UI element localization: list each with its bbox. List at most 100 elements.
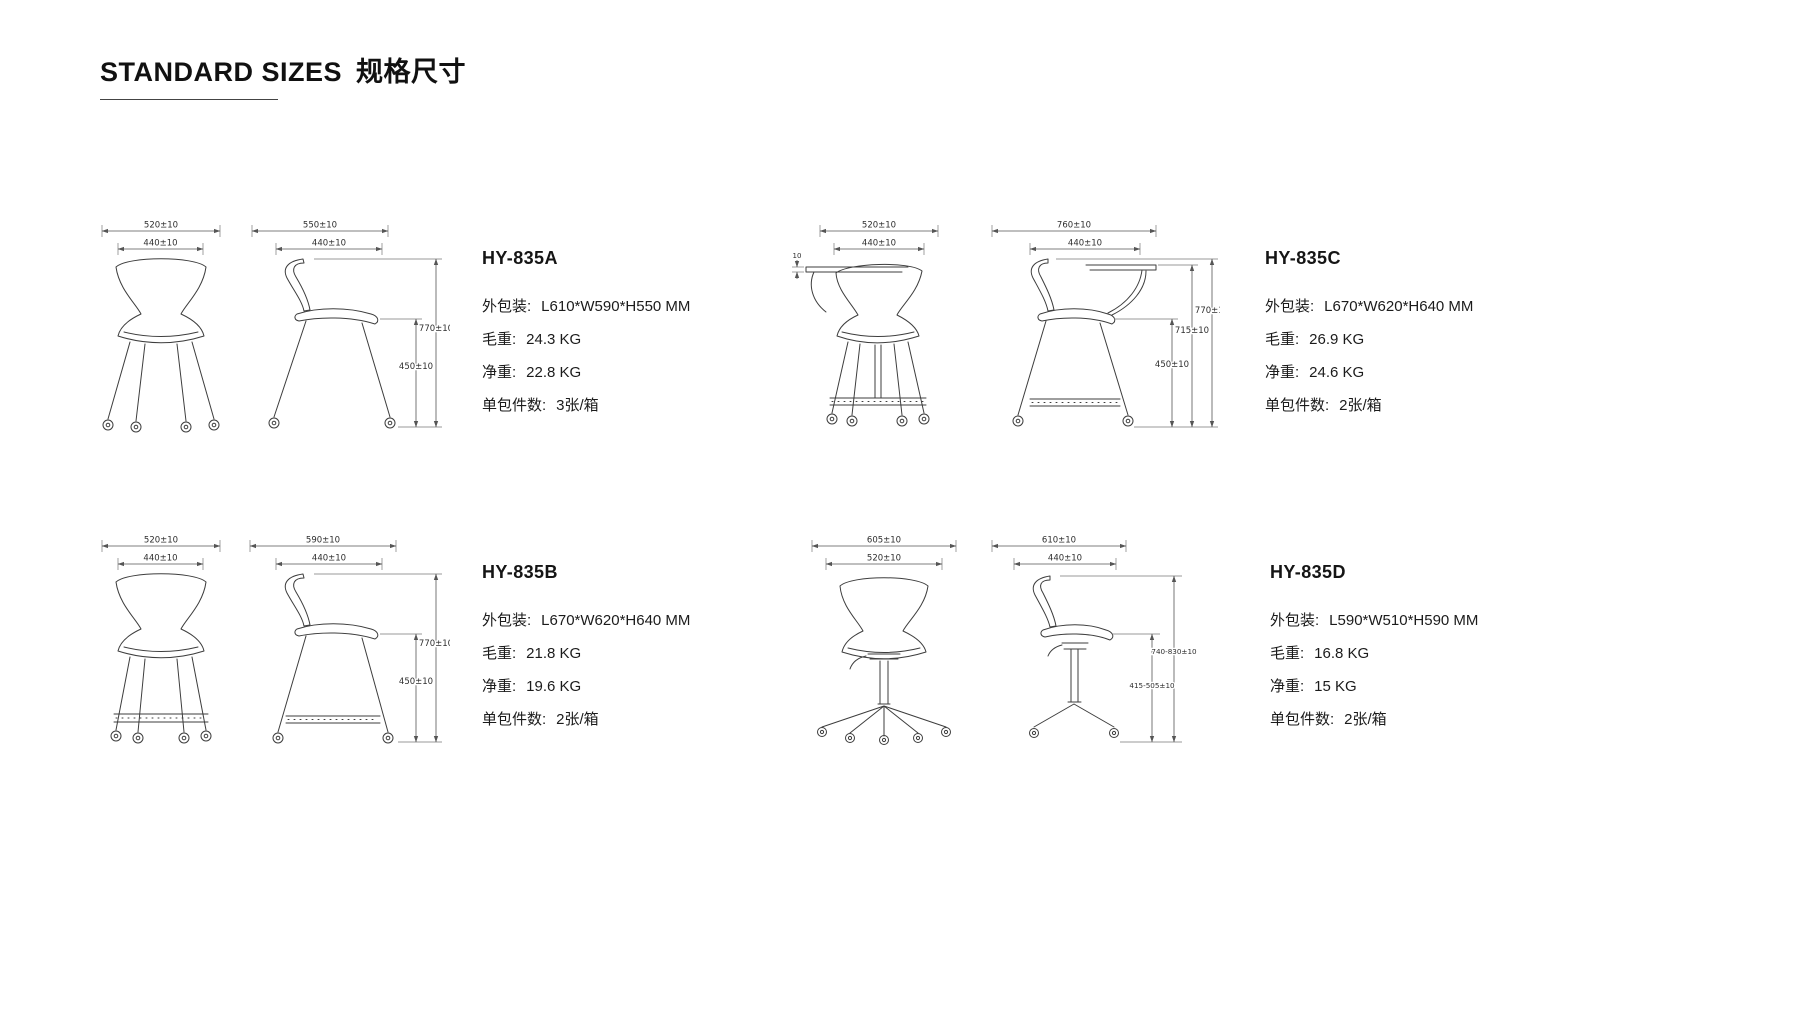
spec-label-outer-packing: 外包装: — [1265, 298, 1315, 315]
spec-block-hy-835b: HY-835B 外包装:L670*W620*H640 MM 毛重:21.8 KG… — [482, 562, 762, 741]
dim-seat-height-label: 415-505±10 — [1129, 681, 1175, 690]
spec-value-outer-packing: L670*W620*H640 MM — [541, 612, 691, 629]
model-name: HY-835A — [482, 248, 558, 268]
hy-835a-height-dims: 770±10 450±10 — [314, 258, 450, 428]
dim-seat-height-label: 450±10 — [399, 362, 433, 372]
spec-block-hy-835d: HY-835D 外包装: L590*W510*H590 MM 毛重: 16.8 KG… — [1270, 562, 1550, 741]
spec-row-gross-weight: 毛重: 26.9 KG — [1265, 328, 1545, 349]
dim-front-width-inner-label: 520±10 — [867, 554, 901, 564]
spec-row-outer-packing: 外包装: L670*W620*H640 MM — [1265, 295, 1545, 316]
model-name: HY-835D — [1270, 562, 1346, 582]
spec-row-pack-qty: 单包件数: 3张/箱 — [482, 394, 762, 415]
hy-835a-drawings: 520±10 440±10 550±10 440±10 — [101, 219, 450, 433]
spec-value-gross-weight: 26.9 KG — [1309, 331, 1365, 348]
dim-tablet-offset-label: 10 — [793, 252, 802, 260]
spec-label-gross-weight: 毛重: — [1265, 331, 1300, 348]
spec-value-outer-packing: L670*W620*H640 MM — [1324, 298, 1474, 315]
spec-label-outer-packing: 外包装: — [482, 298, 532, 315]
spec-row-pack-qty: 单包件数:2张/箱 — [1270, 708, 1550, 729]
spec-value-pack-qty: 2张/箱 — [556, 711, 599, 728]
dim-total-height-label: 770±10 — [1195, 306, 1220, 316]
chair-side-drawing — [268, 258, 396, 429]
chair-front-drawing — [102, 258, 220, 433]
page-title-en: STANDARD SIZES — [100, 57, 343, 87]
hy-835d-drawings: 605±10 520±10 610±10 440±10 — [811, 534, 1198, 745]
chair-front-drawing — [110, 573, 212, 744]
spec-row-pack-qty: 单包件数: 2张/箱 — [1265, 394, 1545, 415]
spec-value-net-weight: 24.6 KG — [1309, 364, 1365, 381]
hy-835a-front-view: 520±10 440±10 — [101, 219, 221, 433]
dim-front-width-label: 605±10 — [867, 536, 901, 546]
dim-seat-height-label: 450±10 — [1155, 360, 1189, 370]
spec-label-pack-qty: 单包件数: — [482, 711, 547, 728]
dim-side-width-label: 590±10 — [306, 536, 340, 546]
spec-label-gross-weight: 毛重: — [482, 645, 517, 662]
dim-side-width-inner-label: 440±10 — [312, 554, 346, 564]
spec-row-pack-qty: 单包件数: 2张/箱 — [482, 708, 762, 729]
spec-row-net-weight: 净重:19.6 KG — [482, 675, 762, 696]
spec-label-gross-weight: 毛重: — [482, 331, 517, 348]
spec-value-gross-weight: 16.8 KG — [1314, 645, 1370, 662]
dim-side-width-label: 550±10 — [303, 221, 337, 231]
dim-total-height-label: 770±10 — [419, 639, 450, 649]
spec-value-gross-weight: 21.8 KG — [526, 645, 582, 662]
spec-value-gross-weight: 24.3 KG — [526, 331, 582, 348]
dim-front-width-inner-label: 440±10 — [862, 239, 896, 249]
spec-label-net-weight: 净重: — [482, 678, 517, 695]
hy-835b-height-dims: 770±10 450±10 — [314, 573, 450, 743]
dim-front-width-label: 520±10 — [144, 536, 178, 546]
page-title-zh: 规格尺寸 — [356, 57, 467, 87]
spec-row-gross-weight: 毛重: 21.8 KG — [482, 642, 762, 663]
dim-side-width-inner-label: 440±10 — [1068, 239, 1102, 249]
spec-value-pack-qty: 3张/箱 — [556, 397, 599, 414]
hy-835c-side-view: 760±10 440±10 — [991, 219, 1157, 427]
hy-835b-front-view: 520±10 440±10 — [101, 534, 221, 744]
spec-label-outer-packing: 外包装: — [482, 612, 532, 629]
chair-side-drawing — [1029, 575, 1119, 738]
spec-value-outer-packing: L590*W510*H590 MM — [1329, 612, 1479, 629]
spec-row-net-weight: 净重: 24.6 KG — [1265, 361, 1545, 382]
dim-front-width-label: 520±10 — [862, 221, 896, 231]
hy-835c-front-view: 520±10 440±10 10 — [791, 219, 939, 427]
spec-value-net-weight: 22.8 KG — [526, 364, 582, 381]
dim-front-width-inner-label: 440±10 — [143, 554, 177, 564]
dim-side-width-label: 610±10 — [1042, 536, 1076, 546]
spec-row-outer-packing: 外包装: L610*W590*H550 MM — [482, 295, 762, 316]
spec-value-net-weight: 15 KG — [1314, 678, 1357, 695]
dim-front-width-label: 520±10 — [144, 221, 178, 231]
spec-row-net-weight: 净重: 15 KG — [1270, 675, 1550, 696]
chair-front-drawing — [817, 577, 951, 745]
dim-side-width-inner-label: 440±10 — [1048, 554, 1082, 564]
spec-label-pack-qty: 单包件数: — [1265, 397, 1330, 414]
title-underline — [100, 99, 278, 100]
hy-835d-height-dims: 740-830±10 415-505±10 — [1060, 575, 1198, 743]
hy-835c-height-dims: 770±10 715±10 450±10 — [1056, 258, 1220, 428]
spec-value-pack-qty: 2张/箱 — [1344, 711, 1387, 728]
spec-row-gross-weight: 毛重: 24.3 KG — [482, 328, 762, 349]
hy-835b-side-view: 590±10 440±10 — [249, 534, 397, 744]
page-title: STANDARD SIZES 规格尺寸 — [100, 50, 466, 89]
hy-835d-front-view: 605±10 520±10 — [811, 534, 957, 745]
spec-block-hy-835a: HY-835A 外包装: L610*W590*H550 MM 毛重: 24.3 KG… — [482, 248, 762, 427]
dim-tablet-height-label: 715±10 — [1175, 326, 1209, 336]
dim-seat-height-label: 450±10 — [399, 677, 433, 687]
dim-side-width-inner-label: 440±10 — [312, 239, 346, 249]
spec-row-net-weight: 净重: 22.8 KG — [482, 361, 762, 382]
spec-label-outer-packing: 外包装: — [1270, 612, 1320, 629]
spec-row-outer-packing: 外包装: L590*W510*H590 MM — [1270, 609, 1550, 630]
spec-label-pack-qty: 单包件数: — [482, 397, 547, 414]
spec-label-net-weight: 净重: — [1270, 678, 1305, 695]
spec-label-net-weight: 净重: — [482, 364, 517, 381]
hy-835d-side-view: 610±10 440±10 — [991, 534, 1127, 738]
hy-835a-side-view: 550±10 440±10 — [251, 219, 396, 429]
dim-total-height-label: 770±10 — [419, 324, 450, 334]
dim-total-height-label: 740-830±10 — [1151, 647, 1197, 656]
dim-front-width-inner-label: 440±10 — [143, 239, 177, 249]
spec-value-pack-qty: 2张/箱 — [1339, 397, 1382, 414]
dim-side-width-label: 760±10 — [1057, 221, 1091, 231]
chair-front-drawing — [805, 264, 930, 427]
hy-835b-drawings: 520±10 440±10 590±10 440±10 — [101, 534, 450, 744]
spec-label-net-weight: 净重: — [1265, 364, 1300, 381]
spec-label-gross-weight: 毛重: — [1270, 645, 1305, 662]
spec-value-outer-packing: L610*W590*H550 MM — [541, 298, 691, 315]
